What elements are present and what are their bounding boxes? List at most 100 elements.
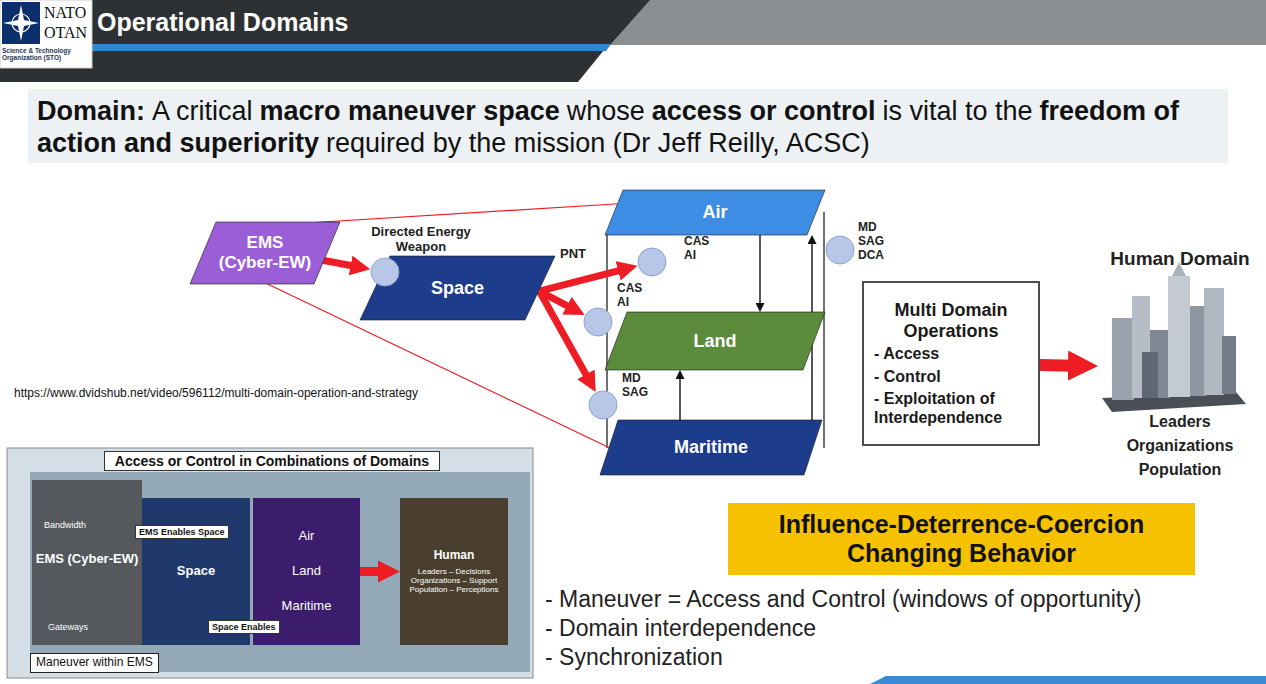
node-heading: Directed Energy Weapon xyxy=(363,225,479,255)
node-text: Leaders – Decisions Organizations – Supp… xyxy=(404,567,504,595)
node-heading: Air xyxy=(702,202,727,223)
node-text: Gateways xyxy=(48,622,88,632)
header-grey xyxy=(600,0,1266,45)
signal-label: PNT xyxy=(560,247,586,262)
footer-stripe xyxy=(870,676,1266,684)
logo-star xyxy=(3,5,39,41)
parallelogram-shape xyxy=(360,256,555,320)
inset-ground xyxy=(7,448,533,678)
circle-outline xyxy=(370,257,400,287)
land-domain: Land xyxy=(605,312,825,370)
node-text: Maritime xyxy=(282,599,332,614)
air-domain: Air xyxy=(605,190,825,235)
definition-phrase: is vital to the xyxy=(882,96,1032,126)
node-heading: CAS AI xyxy=(684,235,718,263)
definition-phrase: macro maneuver space xyxy=(260,96,560,126)
inset-inner xyxy=(30,472,530,672)
ems-domain: EMS (Cyber-EW) xyxy=(190,222,340,284)
node-heading: Influence-Deterrence-Coercion xyxy=(779,510,1144,539)
effect-arrow xyxy=(539,270,622,291)
circle-shape xyxy=(584,308,612,336)
definition-phrase: whose xyxy=(567,96,645,126)
node-heading: EMS (Cyber-EW) xyxy=(218,233,313,272)
source-url: https://www.dvidshub.net/video/596112/mu… xyxy=(14,387,418,401)
logo-word: OTAN xyxy=(44,24,87,42)
effect-circle: CAS AI xyxy=(583,307,613,337)
parallelogram-shape xyxy=(605,312,825,370)
enabler-tag: Space Enables xyxy=(208,620,280,634)
definition-phrase: Domain: xyxy=(37,96,145,126)
effect-arrow xyxy=(360,567,382,576)
definition-text: Domain:A criticalmacro maneuver spacewho… xyxy=(37,95,1223,160)
node-text: Leaders xyxy=(1098,413,1262,431)
node-text: EMS (Cyber-EW) xyxy=(32,552,142,567)
circle-outline xyxy=(588,390,618,420)
circle-outline xyxy=(637,247,667,277)
header-dark xyxy=(0,0,650,45)
definition-phrase: A critical xyxy=(152,96,253,126)
circle-shape xyxy=(826,236,854,264)
node-heading: Air xyxy=(299,529,315,544)
frame-line xyxy=(823,212,824,448)
circle-shape xyxy=(638,248,666,276)
header-stripe xyxy=(90,44,611,51)
building xyxy=(1142,352,1158,398)
human-panel: HumanLeaders – Decisions Organizations –… xyxy=(400,498,508,645)
building xyxy=(1112,318,1134,400)
effect-circle: CAS AI xyxy=(637,247,667,277)
city-illustration xyxy=(1102,262,1246,412)
node-heading: Space Enables xyxy=(212,622,276,632)
node-text: Land xyxy=(292,564,321,579)
node-heading: MD SAG xyxy=(622,372,658,400)
circle-outline xyxy=(583,307,613,337)
inset-outer xyxy=(7,448,533,678)
parallelogram-shape xyxy=(600,420,822,475)
node-heading: Space xyxy=(431,278,484,299)
maritime-domain: Maritime xyxy=(600,420,822,475)
building xyxy=(1168,276,1190,397)
node-text: - Access xyxy=(874,345,939,363)
logo-ground xyxy=(0,0,92,68)
logo-subtitle: Science & Technology Organization (STO) xyxy=(2,47,90,61)
effect-circle: MD SAG xyxy=(588,390,618,420)
building xyxy=(1222,336,1236,394)
definition-ground xyxy=(28,89,1228,163)
effect-arrow xyxy=(539,291,587,378)
node-text: - Exploitation of Interdependence xyxy=(874,390,1028,427)
node-text: Changing Behavior xyxy=(847,539,1076,568)
slide-title: Operational Domains xyxy=(97,8,348,37)
operations-box: Multi Domain Operations - Access - Control… xyxy=(862,281,1040,446)
circle-shape xyxy=(589,391,617,419)
enabler-tag: EMS Enables Space xyxy=(135,525,229,539)
node-heading: MD SAG DCA xyxy=(858,221,892,262)
effect-circle: Directed Energy Weapon xyxy=(370,257,400,287)
node-heading: Multi Domain Operations xyxy=(874,300,1028,341)
parallelogram-shape xyxy=(605,190,825,235)
behavior-banner: Influence-Deterrence-CoercionChanging Be… xyxy=(728,503,1195,575)
ems-panel: BandwidthEMS (Cyber-EW) Gateways xyxy=(32,480,142,645)
node-heading: Human Domain xyxy=(1098,248,1262,270)
link-line xyxy=(303,204,623,224)
definition-phrase: required by the mission (Dr Jeff Reilly,… xyxy=(326,128,870,158)
node-heading: Access or Control in Combinations of Dom… xyxy=(104,451,440,471)
node-heading: CAS AI xyxy=(617,282,651,310)
node-text: Population xyxy=(1098,461,1262,479)
link-line xyxy=(679,377,680,420)
parallelogram-shape xyxy=(190,222,340,284)
effect-arrow xyxy=(1040,359,1074,372)
circle-shape xyxy=(371,258,399,286)
bullet-point: - Domain interdependence xyxy=(545,615,816,641)
building xyxy=(1204,288,1224,395)
node-heading: Human xyxy=(434,549,475,563)
node-heading: Maritime xyxy=(674,437,748,458)
maneuver-tag: Maneuver within EMS xyxy=(30,653,159,673)
node-text: - Control xyxy=(874,368,941,386)
nato-logo xyxy=(0,0,92,68)
link-line xyxy=(759,235,760,305)
bullet-point: - Synchronization xyxy=(545,644,723,670)
human-domain: Human DomainLeadersOrganizationsPopulati… xyxy=(1098,245,1262,490)
node-text: Organizations xyxy=(1098,437,1262,455)
node-heading: Bandwidth xyxy=(44,520,86,530)
